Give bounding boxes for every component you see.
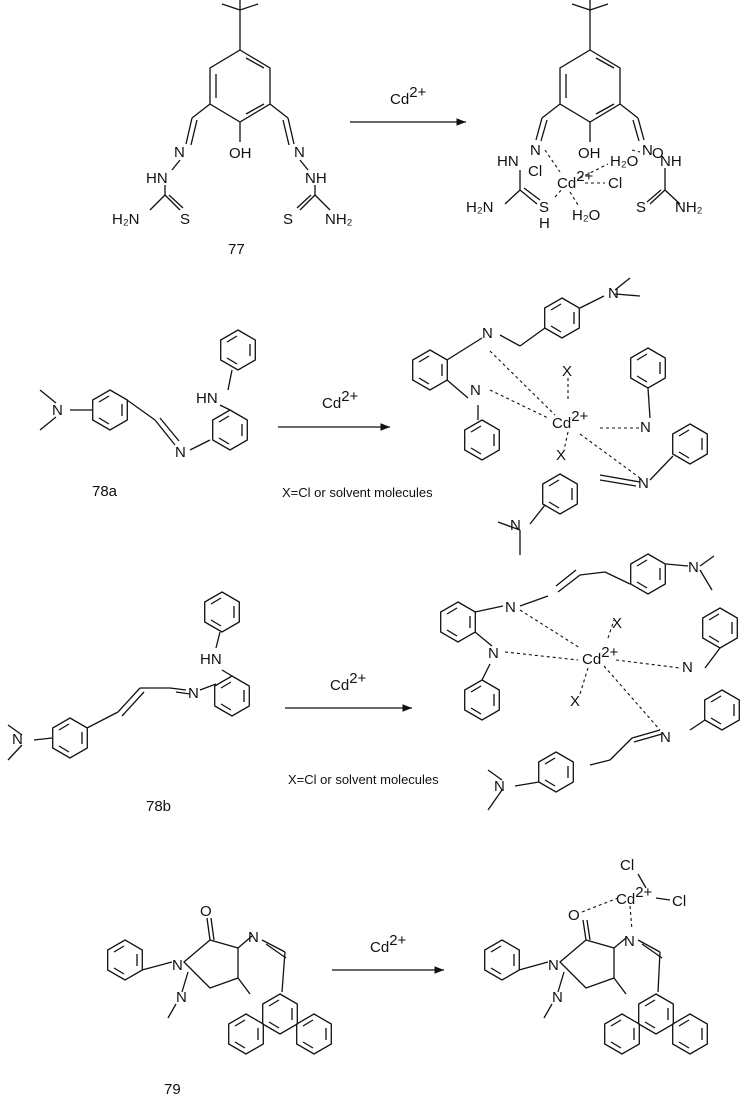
atom-nh2: NH₂ — [325, 211, 353, 228]
atom-cl: Cl — [672, 893, 686, 910]
atom-n: N — [638, 475, 649, 492]
reaction-arrow-2: Cd2+ X=Cl or solvent molecules — [278, 388, 433, 500]
atom-n: N — [660, 729, 671, 746]
atom-n: N — [172, 957, 183, 974]
atom-o: O — [200, 903, 212, 920]
compound-label: 79 — [164, 1081, 181, 1097]
atom-nh2: NH₂ — [675, 199, 703, 216]
atom-n: N — [248, 929, 259, 946]
atom-n: N — [548, 957, 559, 974]
reagent-label: Cd2+ — [330, 670, 367, 694]
atom-hn: HN — [200, 651, 222, 668]
reagent-label: Cd2+ — [322, 388, 359, 412]
atom-n: N — [470, 382, 481, 399]
atom-n: N — [488, 645, 499, 662]
atom-n: N — [640, 419, 651, 436]
atom-cl: Cl — [620, 857, 634, 874]
reaction-arrow-4: Cd2+ — [332, 932, 444, 974]
reagent-label: Cd2+ — [370, 932, 407, 956]
atom-n: N — [608, 285, 619, 302]
atom-x: X — [556, 447, 566, 464]
cd-complex-77-structure: OH N N O HN NH Cl H₂O Cd2+ Cl H₂N S H H₂… — [466, 0, 703, 232]
atom-n: N — [175, 444, 186, 461]
compound-79-structure: O N N N 79 — [107, 903, 332, 1097]
metal-center: Cd2+ — [552, 408, 589, 432]
reagent-label: Cd2+ — [390, 84, 427, 108]
reaction-arrow-1: Cd2+ — [350, 84, 466, 126]
atom-h2n: H₂N — [112, 211, 140, 228]
atom-hn: HN — [497, 153, 519, 170]
atom-x: X — [612, 615, 622, 632]
atom-n: N — [176, 989, 187, 1006]
atom-x: X — [562, 363, 572, 380]
compound-78a-structure: N N HN 78a — [39, 329, 256, 500]
reaction-arrow-3: Cd2+ X=Cl or solvent molecules — [285, 670, 439, 787]
atom-cl: Cl — [528, 163, 542, 180]
atom-h: H — [539, 215, 550, 232]
atom-s: S — [283, 211, 293, 228]
atom-n: N — [505, 599, 516, 616]
atom-n: N — [688, 559, 699, 576]
atom-oh: OH — [229, 145, 252, 162]
atom-hn: HN — [146, 170, 168, 187]
metal-center: Cd2+ — [557, 168, 594, 192]
atom-n: N — [482, 325, 493, 342]
atom-h2n: H₂N — [466, 199, 494, 216]
cd-complex-78b-structure: N N N N N N X X Cd2+ — [440, 553, 740, 811]
atom-oh: OH — [578, 145, 601, 162]
atom-o: O — [652, 145, 664, 162]
atom-s: S — [180, 211, 190, 228]
compound-label: 77 — [228, 241, 245, 258]
cd-complex-78a-structure: N N N N N N X X Cd2+ — [412, 277, 708, 555]
atom-x: X — [570, 693, 580, 710]
atom-s: S — [636, 199, 646, 216]
atom-n: N — [174, 144, 185, 161]
atom-cl: Cl — [608, 175, 622, 192]
atom-nh: NH — [660, 153, 682, 170]
cd-complex-79-structure: O N N N Cl Cl Cd2+ — [484, 857, 708, 1055]
atom-h2o: H₂O — [572, 207, 600, 224]
atom-s: S — [539, 199, 549, 216]
atom-n: N — [188, 685, 199, 702]
atom-n: N — [12, 731, 23, 748]
atom-nh: NH — [305, 170, 327, 187]
atom-n: N — [52, 402, 63, 419]
atom-n: N — [682, 659, 693, 676]
atom-n: N — [624, 933, 635, 950]
atom-n: N — [494, 778, 505, 795]
atom-n: N — [552, 989, 563, 1006]
atom-n: N — [642, 142, 653, 159]
compound-label: 78a — [92, 483, 118, 500]
atom-hn: HN — [196, 390, 218, 407]
metal-center: Cd2+ — [582, 644, 619, 668]
condition-note: X=Cl or solvent molecules — [282, 485, 433, 500]
metal-center: Cd2+ — [616, 884, 653, 908]
compound-77-structure: OH N N HN NH H₂N S S NH₂ 77 — [112, 0, 353, 258]
compound-78b-structure: N N HN 78b — [7, 591, 250, 815]
compound-label: 78b — [146, 798, 171, 815]
atom-n: N — [530, 142, 541, 159]
atom-n: N — [510, 517, 521, 534]
atom-h2o: H₂O — [610, 153, 638, 170]
condition-note: X=Cl or solvent molecules — [288, 772, 439, 787]
atom-o: O — [568, 907, 580, 924]
atom-n: N — [294, 144, 305, 161]
